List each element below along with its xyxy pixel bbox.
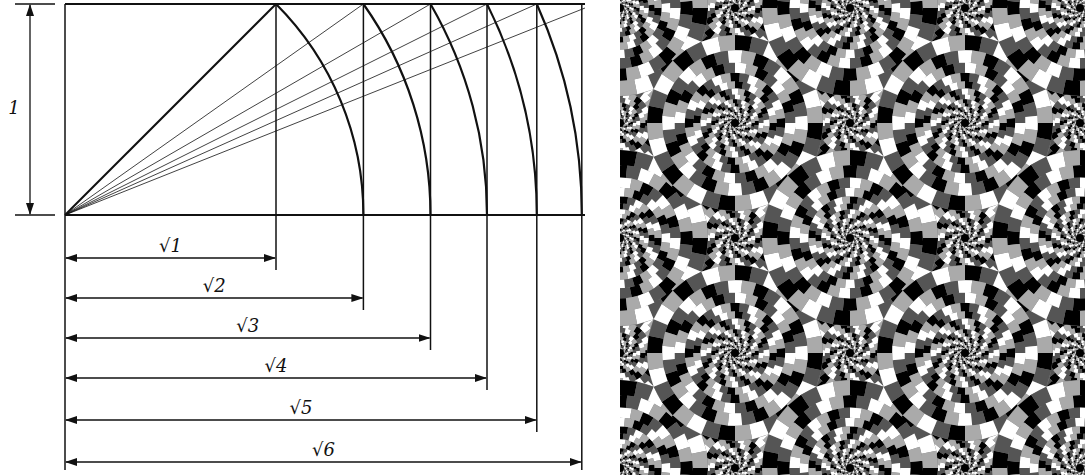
center-dot [961, 464, 969, 472]
center-dot [731, 349, 739, 357]
disk-ground [992, 380, 1085, 475]
disk-cells [992, 0, 1085, 96]
center-dot [846, 349, 854, 357]
disk-cells [992, 380, 1085, 475]
length-dimension: √5 [286, 398, 315, 418]
center-dot [731, 234, 739, 242]
center-dot [1076, 349, 1084, 357]
length-dimension: √2 [200, 276, 229, 296]
length-dimension: √3 [233, 316, 262, 336]
center-dot [1076, 119, 1084, 127]
length-dimension: √1 [156, 236, 185, 256]
center-dot [846, 234, 854, 242]
center-dot [961, 119, 969, 127]
disk-cells [992, 150, 1085, 326]
height-dimension: 1 [5, 98, 22, 118]
disk-cells [992, 150, 1085, 326]
center-dot [620, 349, 624, 357]
center-dot [620, 119, 624, 127]
center-dot [961, 4, 969, 12]
center-dot [731, 119, 739, 127]
center-dot [846, 4, 854, 12]
disk-ground [992, 150, 1085, 326]
center-dot [1076, 464, 1084, 472]
center-dot [620, 234, 624, 242]
center-dot [620, 464, 624, 472]
length-dimension: √6 [309, 440, 338, 460]
center-dot [731, 464, 739, 472]
center-dot [1076, 234, 1084, 242]
spiral-disk [992, 380, 1085, 475]
center-dot [961, 349, 969, 357]
center-dot [846, 464, 854, 472]
disk-cells [992, 380, 1085, 475]
center-dot [846, 119, 854, 127]
spiral-disk [992, 0, 1085, 96]
center-dot [731, 4, 739, 12]
dimension-lines [15, 4, 581, 462]
disk-ground [992, 0, 1085, 96]
center-dot [1076, 4, 1084, 12]
center-dot [620, 4, 624, 12]
rotating-snakes-illusion [620, 0, 1085, 475]
spiral-disk [992, 150, 1085, 326]
length-dimension: √4 [262, 356, 291, 376]
center-dot [961, 234, 969, 242]
disk-cells [992, 0, 1085, 96]
construction-lines [65, 4, 585, 470]
